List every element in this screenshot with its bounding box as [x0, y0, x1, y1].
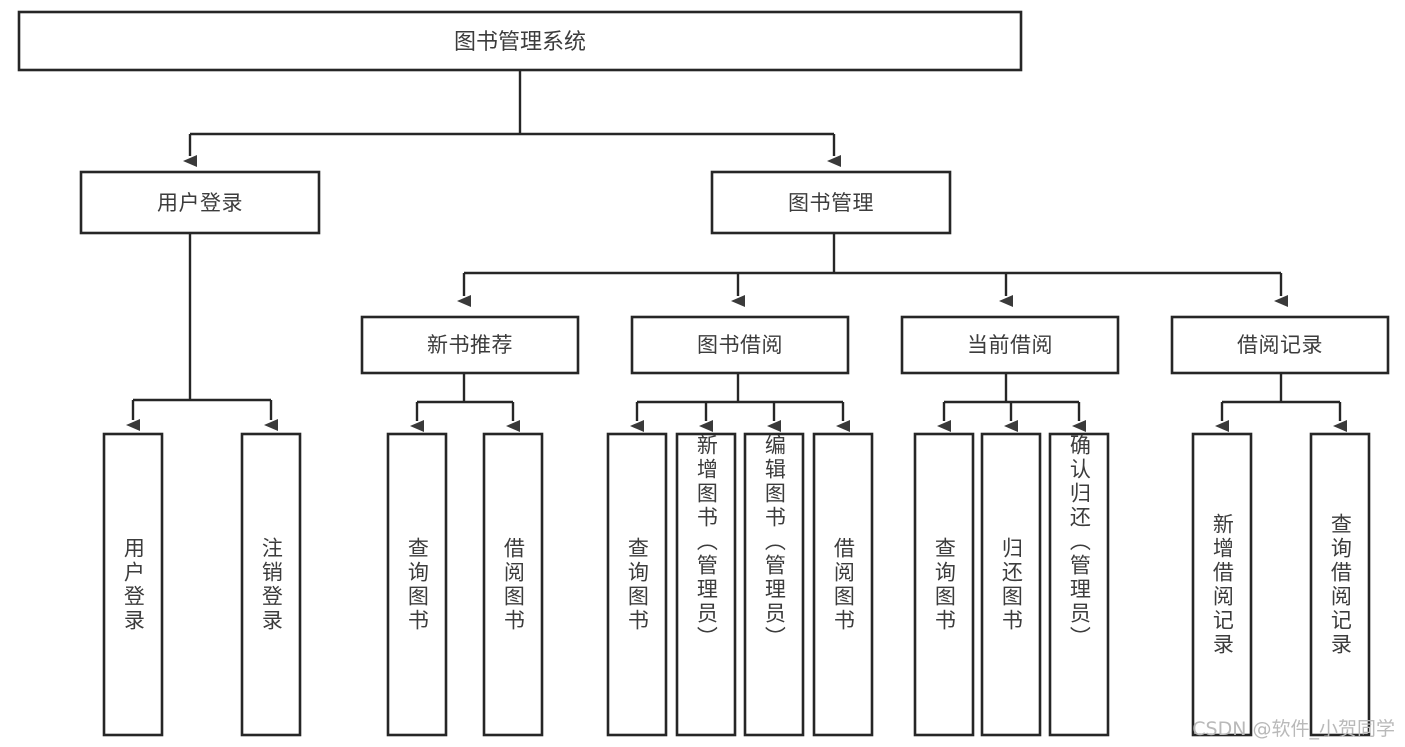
node-book-management[interactable]: 图书管理: [710, 170, 952, 235]
node-root[interactable]: 图书管理系统: [17, 10, 1023, 72]
leaf-box[interactable]: [913, 432, 975, 737]
leaf-box[interactable]: [675, 432, 737, 737]
leaf-box[interactable]: [1191, 432, 1253, 737]
leaf-box[interactable]: [1309, 432, 1371, 737]
connectors-book-mgmt: [457, 233, 1288, 307]
node-book-management-label: 图书管理: [788, 191, 874, 215]
connectors-new-book: [410, 373, 520, 432]
leaf-box[interactable]: [812, 432, 874, 737]
connectors-root: [183, 70, 841, 167]
connectors-borrow: [630, 373, 850, 432]
node-book-borrow-label: 图书借阅: [697, 333, 783, 357]
node-user-login[interactable]: 用户登录: [79, 170, 321, 235]
connectors-user-login: [126, 233, 278, 431]
node-user-login-label: 用户登录: [157, 191, 243, 215]
node-new-book-recommend-label: 新书推荐: [427, 333, 513, 357]
node-borrow-record[interactable]: 借阅记录: [1170, 315, 1390, 375]
node-borrow-record-label: 借阅记录: [1237, 333, 1323, 357]
leaf-box[interactable]: [386, 432, 448, 737]
node-new-book-recommend[interactable]: 新书推荐: [360, 315, 580, 375]
node-current-borrow-label: 当前借阅: [967, 333, 1053, 357]
node-root-label: 图书管理系统: [454, 30, 586, 55]
node-current-borrow[interactable]: 当前借阅: [900, 315, 1120, 375]
leaf-box[interactable]: [102, 432, 164, 737]
leaf-boxes: [102, 432, 1371, 737]
leaf-box[interactable]: [606, 432, 668, 737]
leaf-box[interactable]: [980, 432, 1042, 737]
connectors-borrow-record: [1215, 373, 1347, 432]
leaf-box[interactable]: [743, 432, 805, 737]
leaf-box[interactable]: [240, 432, 302, 737]
connectors-current-borrow: [937, 373, 1086, 432]
node-book-borrow[interactable]: 图书借阅: [630, 315, 850, 375]
leaf-box[interactable]: [482, 432, 544, 737]
leaf-box[interactable]: [1048, 432, 1110, 737]
